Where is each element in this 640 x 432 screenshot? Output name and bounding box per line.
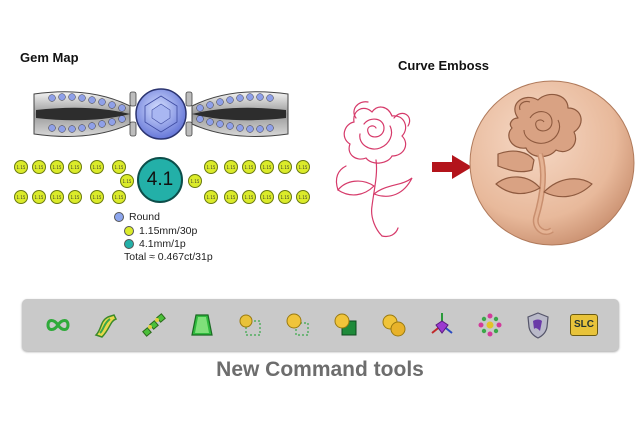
large-gem-swatch-icon [124, 239, 134, 250]
legend-round-label: Round [129, 211, 160, 223]
curved-gem-rail-icon[interactable] [92, 311, 120, 339]
sphere-in-box-icon[interactable] [236, 311, 264, 339]
center-stone-marker: 4.1 [137, 157, 183, 203]
gem-map-title: Gem Map [20, 50, 79, 65]
gem-chain-icon[interactable] [140, 311, 168, 339]
legend-total: Total ≈ 0.467ct/31p [124, 251, 213, 263]
slc-file-badge [570, 314, 598, 336]
small-gem-marker: 1.15 [32, 160, 46, 174]
arrow-icon [432, 155, 472, 179]
command-toolbar: SLC [22, 299, 619, 351]
green-taper-icon[interactable] [188, 311, 216, 339]
small-gem-swatch-icon [124, 226, 134, 237]
small-gem-marker: 1.15 [242, 190, 256, 204]
slc-file-icon[interactable]: SLC [570, 311, 598, 339]
sphere-box-offset-icon[interactable] [284, 311, 312, 339]
small-gem-marker: 1.15 [68, 190, 82, 204]
infinity-curve-icon[interactable] [44, 311, 72, 339]
gem-setting-axes-icon[interactable] [428, 311, 456, 339]
small-gem-marker: 1.15 [112, 190, 126, 204]
small-gem-marker: 1.15 [120, 174, 134, 188]
small-gem-marker: 1.15 [224, 190, 238, 204]
small-gem-marker: 1.15 [14, 190, 28, 204]
small-gem-marker: 1.15 [278, 190, 292, 204]
legend-small-gem-label: 1.15mm/30p [139, 225, 198, 237]
small-gem-marker: 1.15 [296, 160, 310, 174]
small-gem-marker: 1.15 [50, 160, 64, 174]
round-shape-icon [114, 212, 124, 223]
legend-round: Round [114, 211, 160, 223]
small-gem-marker: 1.15 [90, 190, 104, 204]
small-gem-marker: 1.15 [204, 160, 218, 174]
small-gem-marker: 1.15 [260, 190, 274, 204]
small-gem-marker: 1.15 [112, 160, 126, 174]
small-gem-marker: 1.15 [68, 160, 82, 174]
double-gold-sphere-icon[interactable] [380, 311, 408, 339]
rose-curve-drawing [335, 101, 413, 238]
small-gem-marker: 1.15 [50, 190, 64, 204]
small-gem-marker: 1.15 [90, 160, 104, 174]
flower-cluster-icon[interactable] [476, 311, 504, 339]
shield-crest-icon[interactable] [524, 311, 552, 339]
slc-label: SLC [574, 319, 594, 330]
small-gem-marker: 1.15 [14, 160, 28, 174]
small-gem-marker: 1.15 [278, 160, 292, 174]
small-gem-marker: 1.15 [242, 160, 256, 174]
curve-emboss-title: Curve Emboss [398, 58, 490, 73]
footer-title: New Command tools [216, 358, 424, 381]
small-gem-marker: 1.15 [224, 160, 238, 174]
small-gem-marker: 1.15 [204, 190, 218, 204]
small-gem-marker: 1.15 [296, 190, 310, 204]
small-gem-marker: 1.15 [260, 160, 274, 174]
legend-small-gem: 1.15mm/30p [124, 225, 197, 237]
small-gem-marker: 1.15 [188, 174, 202, 188]
emboss-result-disc [469, 80, 635, 246]
ring-render [33, 88, 289, 140]
gold-sphere-green-cube-icon[interactable] [332, 311, 360, 339]
legend-large-gem-label: 4.1mm/1p [139, 238, 186, 250]
small-gem-marker: 1.15 [32, 190, 46, 204]
legend-large-gem: 4.1mm/1p [124, 238, 186, 250]
